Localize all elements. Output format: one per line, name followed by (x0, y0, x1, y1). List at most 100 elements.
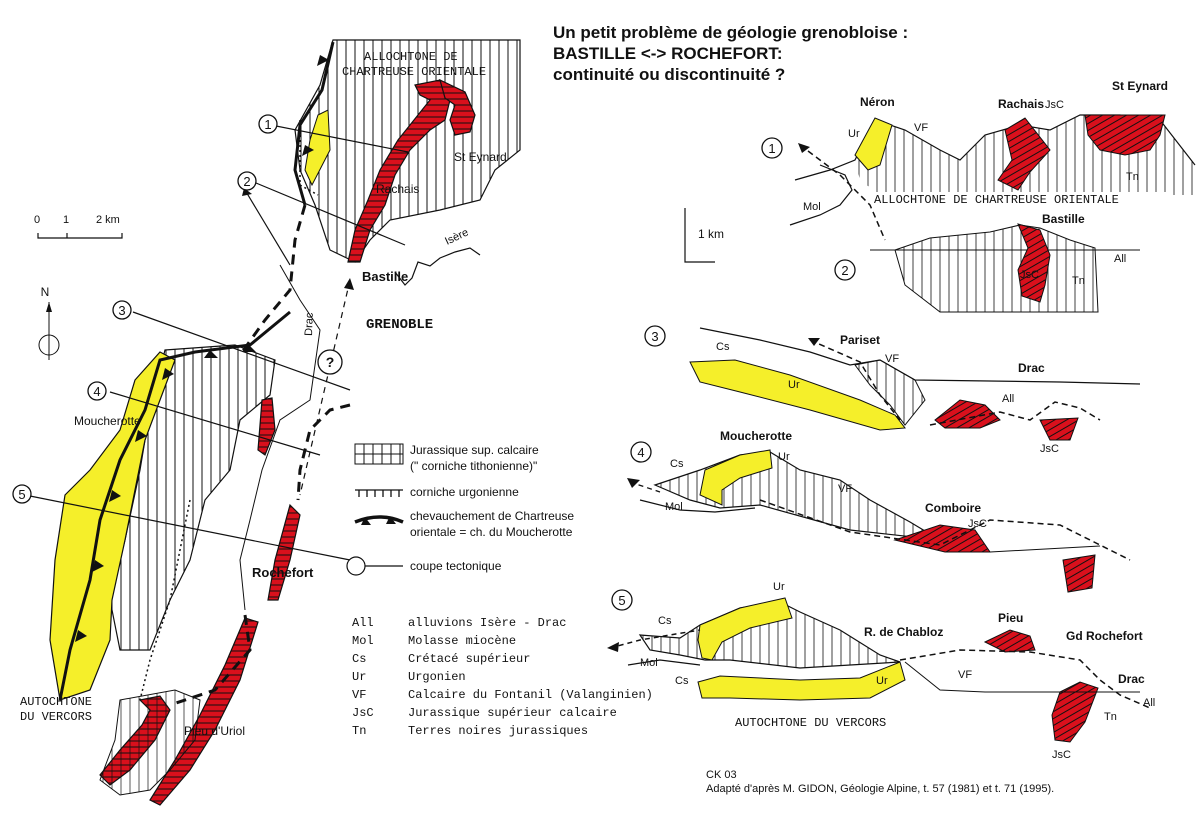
map-scale: 0 1 2 km (34, 214, 123, 239)
s5-thrust (609, 629, 701, 649)
geologic-map: 1 2 3 4 5 ? ALLOCHTONE DE CHARTREUSE ORI… (12, 39, 521, 806)
s5-pieu: Pieu (998, 611, 1023, 625)
s5-jsc: JsC (1052, 749, 1071, 761)
s5-tn: Tn (1104, 711, 1117, 723)
section-3: 3 Cs Pariset VF Ur Drac All JsC (644, 325, 1141, 455)
s2-tn: Tn (1072, 275, 1085, 287)
map-allochtone-1: ALLOCHTONE DE (364, 50, 458, 64)
s5-cs2: Cs (675, 675, 689, 687)
moucherotte-thrust (58, 310, 291, 701)
abbr-code-3: Ur (352, 670, 366, 684)
abbr-code-2: Cs (352, 652, 366, 666)
north-arrow-icon: N (38, 285, 60, 360)
title-line-1: Un petit problème de géologie grenoblois… (553, 23, 908, 42)
section-scale: 1 km (684, 208, 724, 263)
map-allochtone-2: CHARTREUSE ORIENTALE (342, 65, 486, 79)
legend-3-line1: chevauchement de Chartreuse (410, 509, 574, 523)
footer: CK 03 Adapté d'après M. GIDON, Géologie … (706, 769, 1054, 795)
s5-all: All (1143, 697, 1155, 709)
s5-vf: VF (958, 669, 972, 681)
s3-hatched (854, 359, 926, 426)
map-autochtone-2: DU VERCORS (20, 710, 92, 724)
s1-jsc: JsC (1045, 99, 1064, 111)
s4-ur: Ur (778, 451, 790, 463)
legend: Jurassique sup. calcaire (" corniche tit… (346, 443, 574, 576)
s3-cs: Cs (716, 341, 730, 353)
map-section-numbers: 1 2 3 4 5 (18, 117, 271, 502)
s3-number: 3 (651, 329, 658, 344)
s4-cs: Cs (670, 458, 684, 470)
s4-jsc: JsC (968, 518, 987, 530)
map-section-markers (12, 114, 278, 504)
s3-ur: Ur (788, 379, 800, 391)
s2-number: 2 (841, 263, 848, 278)
s4-hatched (653, 451, 941, 541)
s4-dashed (759, 499, 1131, 561)
s3-jsc-2 (1039, 417, 1079, 441)
map-section-2: 2 (243, 174, 250, 189)
abbr-text-3: Urgonien (408, 670, 466, 684)
s5-gd-rochefort: Gd Rochefort (1066, 629, 1143, 643)
map-moucherotte: Moucherotte (74, 414, 141, 428)
map-section-3: 3 (118, 303, 125, 318)
legend-thrust-symbol (354, 515, 404, 525)
title-line-2: BASTILLE <-> ROCHEFORT: (553, 44, 783, 63)
s4-jsc-2 (1062, 554, 1096, 593)
south-hatched (99, 689, 201, 796)
legend-1-line1: Jurassique sup. calcaire (410, 443, 539, 457)
s5-chabloz: R. de Chabloz (864, 625, 943, 639)
scale-tick-0: 0 (34, 214, 40, 226)
map-section-lines (29, 125, 409, 561)
s5-gd-rochefort-jsc (1051, 681, 1099, 743)
s5-arrow-head (607, 642, 619, 652)
st-eynard-jurassique (439, 78, 476, 136)
map-bastille: Bastille (362, 269, 408, 284)
abbr-code-5: JsC (352, 706, 374, 720)
drac-arrow-up (244, 189, 291, 266)
map-rachais: Rachais (376, 182, 419, 196)
s1-tn: Tn (1126, 171, 1139, 183)
s3-all: All (1002, 393, 1014, 405)
abbr-code-1: Mol (352, 634, 374, 648)
s1-vf: VF (914, 122, 928, 134)
map-isere: Isère (443, 227, 470, 248)
s1-ur: Ur (848, 128, 860, 140)
s2-hatched (894, 224, 1099, 313)
map-drac: Drac (303, 312, 316, 336)
s5-mol: Mol (640, 657, 658, 669)
s2-all: All (1114, 253, 1126, 265)
s3-dashed (929, 401, 1101, 426)
north-label: N (41, 285, 50, 299)
title-block: Un petit problème de géologie grenoblois… (553, 23, 908, 84)
continuity-dashed-south (169, 614, 252, 707)
map-section-4: 4 (93, 384, 100, 399)
map-rochefort: Rochefort (252, 565, 314, 580)
map-st-eynard: St Eynard (454, 150, 507, 164)
section-4: 4 Moucherotte Cs Ur VF Mol Comboire JsC (627, 429, 1131, 593)
isere-river (394, 247, 481, 286)
s1-number: 1 (768, 141, 775, 156)
urgonian-cornice-south (139, 499, 191, 701)
rochefort-jurassique (267, 503, 301, 601)
s1-allochtone: ALLOCHTONE DE CHARTREUSE ORIENTALE (874, 193, 1119, 207)
rachais-jurassique (347, 79, 451, 263)
s4-mol-curve (639, 499, 756, 513)
legend-4-line1: coupe tectonique (410, 559, 502, 573)
s4-comboire: Comboire (925, 501, 981, 515)
s5-drac: Drac (1118, 672, 1145, 686)
abbr-text-0: alluvions Isère - Drac (408, 616, 566, 630)
s4-number: 4 (637, 445, 644, 460)
footer-code: CK 03 (706, 769, 737, 781)
s1-arrow-head (798, 143, 810, 153)
abbr-text-6: Terres noires jurassiques (408, 724, 588, 738)
abbr-text-2: Crétacé supérieur (408, 652, 530, 666)
question-marker (317, 349, 343, 375)
abbreviations: All alluvions Isère - Drac Mol Molasse m… (352, 616, 653, 738)
s3-drac: Drac (1018, 361, 1045, 375)
abbr-text-1: Molasse miocène (408, 634, 516, 648)
s5-pieu-jsc (983, 629, 1036, 653)
s1-rachais-jsc (997, 117, 1051, 191)
abbr-code-6: Tn (352, 724, 366, 738)
section-scale-label: 1 km (698, 227, 724, 241)
